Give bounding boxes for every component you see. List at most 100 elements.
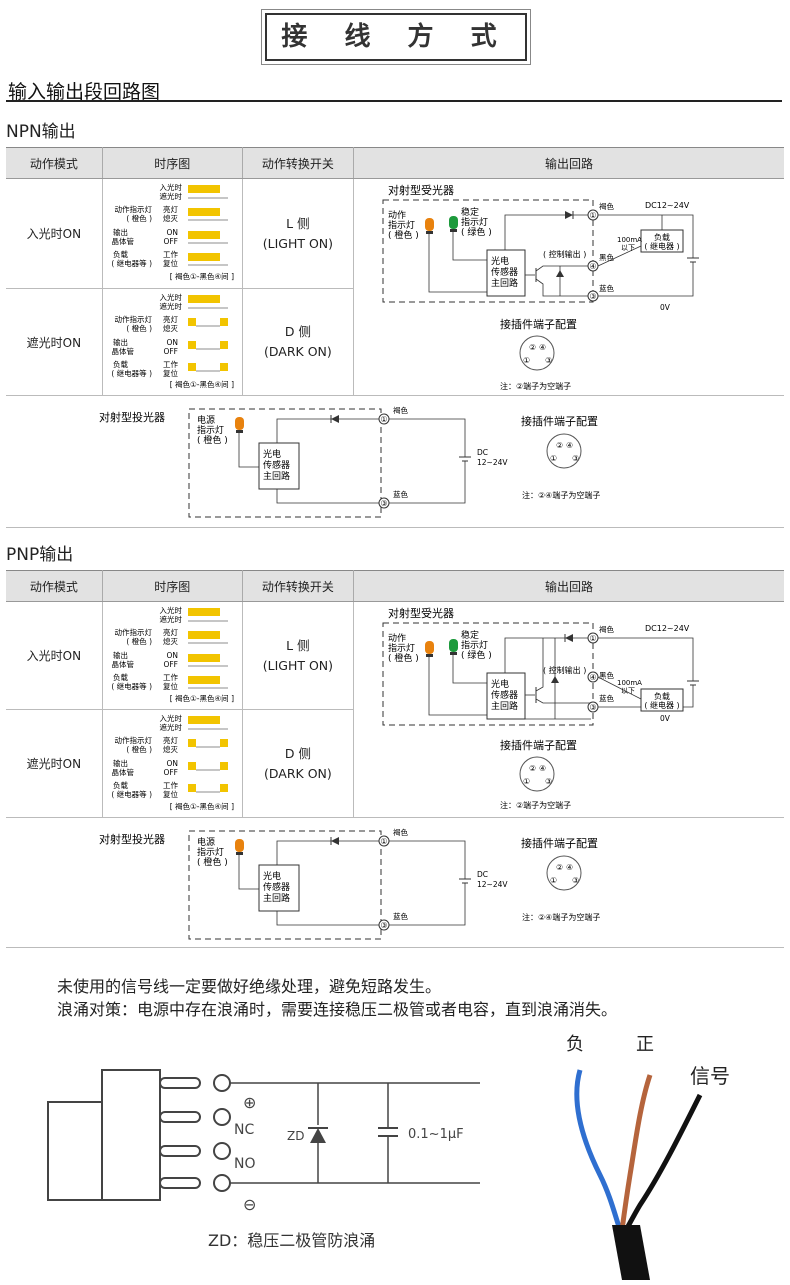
tx-p3: ( 橙色 )	[197, 434, 228, 446]
td-foot: [ 褐色①-黑色④间 ]	[170, 379, 234, 389]
ptx-title: 对射型投光器	[99, 832, 165, 846]
prx-m2: 传感器	[491, 689, 518, 701]
cable-jacket	[612, 1225, 650, 1280]
prx-m3: 主回路	[491, 700, 518, 712]
cp1: ①	[523, 356, 530, 365]
ptx-p3: ( 橙色 )	[197, 856, 228, 868]
switch-l-sub: (LIGHT ON)	[262, 657, 334, 673]
td-reset: 复位	[163, 368, 178, 378]
mode-dark-on: 遮光时ON	[6, 288, 103, 396]
rx-load1: 负载	[654, 232, 670, 242]
prx-cur: 100mA	[617, 679, 642, 687]
prx-main-box	[486, 672, 526, 720]
bar	[187, 654, 220, 662]
rx-0v: 0V	[660, 303, 671, 312]
tp-off: OFF	[163, 660, 178, 669]
device-body	[47, 1101, 103, 1201]
tpd-offlamp: 熄灭	[163, 744, 178, 754]
prx-p1: ①	[589, 634, 596, 643]
npn-output-circuit: 对射型受光器 动作 指示灯 ( 橙色 ) 稳定 指示灯 ( 绿色 ) 光电 传感…	[353, 178, 784, 396]
mode-light-on: 入光时ON	[6, 178, 103, 289]
prx-conn-note: 注：②端子为空端子	[500, 800, 571, 810]
tcp1: ①	[550, 454, 557, 463]
rx-cur2: 以下	[621, 244, 635, 252]
orange-led-icon	[235, 417, 244, 430]
pnp-table: 动作模式 时序图 动作转换开关 输出回路 入光时ON 入光时 遮光时 动作指示灯…	[6, 570, 784, 948]
col-header-output: 输出回路	[353, 147, 784, 179]
tcp3: ③	[572, 454, 579, 463]
switch-dark-on: D 侧 (DARK ON)	[242, 709, 355, 818]
connector-icon	[519, 756, 555, 792]
tpd-load1: 负载	[113, 780, 128, 790]
minus-terminal-icon: ⊖	[243, 1195, 256, 1214]
ptcp4: ④	[566, 863, 573, 872]
cable-illustration: 负 正 信号	[566, 1034, 730, 1280]
t-led1: 动作指示灯	[114, 204, 152, 214]
rx-blue: 蓝色	[599, 283, 614, 293]
rx-black: 黑色	[599, 252, 614, 262]
npn-heading: NPN输出	[6, 122, 76, 142]
bar	[187, 185, 220, 193]
ptx-brown: 褐色	[393, 827, 408, 837]
td-light: 入光时	[159, 292, 182, 302]
switch-light-on: L 侧 (LIGHT ON)	[242, 178, 355, 289]
switch-d: D 侧	[284, 745, 311, 761]
t-light: 入光时	[159, 182, 182, 192]
t-led2: ( 橙色 )	[126, 213, 152, 223]
t-foot: [ 褐色①-黑色④间 ]	[170, 271, 234, 281]
bar	[187, 318, 196, 326]
tp-reset: 复位	[163, 681, 178, 691]
ptx-dc1: DC	[477, 870, 488, 879]
tpd-onlamp: 亮灯	[163, 735, 178, 745]
rx-act2: 指示灯	[388, 219, 415, 231]
td-out2: 晶体管	[111, 346, 134, 356]
tpd-reset: 复位	[163, 789, 178, 799]
prx-a2: 指示灯	[388, 642, 415, 654]
rx-ctrl: ( 控制输出 )	[543, 249, 586, 259]
rx-dc: DC12~24V	[645, 201, 690, 210]
blue-wire	[574, 1069, 623, 1231]
tp-offlamp: 熄灭	[163, 636, 178, 646]
td-off: OFF	[163, 347, 178, 356]
prx-conn-title: 接插件端子配置	[500, 738, 577, 752]
switch-d: D 侧	[284, 324, 311, 339]
tpd-led1: 动作指示灯	[114, 735, 152, 745]
ptcp3: ③	[572, 876, 579, 885]
timing-chart-light-on: 入光时 遮光时 动作指示灯 ( 橙色 ) 亮灯 熄灭 输出 晶体管 ON OFF…	[102, 601, 243, 710]
col-header-mode: 动作模式	[6, 147, 103, 179]
emitter-circuit-svg-pnp: 对射型投光器 电源 指示灯 ( 橙色 ) 光电 传感器 主回路 ① ③ 褐色	[99, 827, 600, 940]
bar	[187, 739, 196, 747]
orange-led-icon	[425, 641, 434, 654]
rx-p3: ③	[589, 292, 596, 301]
rx-st1: 稳定	[461, 206, 479, 218]
mode-dark-on: 遮光时ON	[6, 709, 103, 818]
td-out1: 输出	[113, 337, 128, 347]
green-led-icon	[449, 639, 458, 652]
ptx-p2: 指示灯	[197, 846, 224, 858]
prx-p4: ④	[589, 673, 596, 682]
bar	[187, 341, 196, 349]
prx-a3: ( 橙色 )	[388, 652, 419, 664]
t-on: ON	[166, 228, 178, 237]
switch-d-sub: (DARK ON)	[264, 344, 332, 359]
prx-blue: 蓝色	[599, 693, 614, 703]
td-led2: ( 橙色 )	[126, 323, 152, 333]
no-label: NO	[234, 1156, 256, 1172]
col-header-timing: 时序图	[102, 147, 243, 179]
tp-out1: 输出	[113, 650, 128, 660]
ptx-blue: 蓝色	[393, 911, 408, 921]
ptx-pin3: ③	[380, 921, 387, 930]
t-work: 工作	[163, 249, 178, 259]
prx-s1: 稳定	[461, 629, 479, 641]
nc-label: NC	[234, 1122, 254, 1138]
tx-blue: 蓝色	[393, 489, 408, 499]
t-out2: 晶体管	[111, 236, 134, 246]
tp-load1: 负载	[113, 672, 128, 682]
tp-on: ON	[166, 651, 178, 660]
pnp-emitter-row: 对射型投光器 电源 指示灯 ( 橙色 ) 光电 传感器 主回路 ① ③ 褐色	[6, 817, 784, 948]
col-header-switch: 动作转换开关	[242, 147, 355, 179]
pnp-heading: PNP输出	[6, 545, 74, 565]
connector-icon	[519, 335, 555, 371]
rx-act1: 动作	[388, 209, 406, 221]
tpd-off: OFF	[163, 768, 178, 777]
